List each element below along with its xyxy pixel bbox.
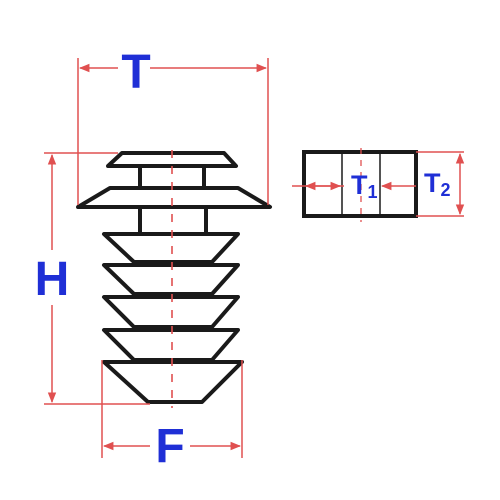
label-T1: T1	[351, 170, 378, 202]
clip-body	[76, 151, 272, 404]
label-F: F	[155, 420, 184, 473]
clip-rib-3	[102, 295, 240, 329]
label-T: T	[121, 46, 150, 99]
clip-rib-2	[102, 263, 240, 296]
dimension-T1: T1	[292, 170, 416, 202]
clip-tip	[102, 360, 244, 404]
dimension-T2: T2	[416, 151, 465, 217]
clip-rib-4	[102, 328, 240, 362]
clip-head-flange	[76, 186, 272, 209]
clip-rib-1	[102, 232, 240, 264]
label-H: H	[35, 253, 70, 306]
label-T2: T2	[424, 168, 451, 200]
clip-shank	[138, 205, 208, 236]
dimension-F: F	[101, 360, 243, 473]
head-top-view: T1 T2	[292, 148, 465, 222]
dimension-T: T	[77, 46, 269, 205]
dimension-H: H	[35, 152, 150, 405]
head-top-view-outline	[302, 150, 418, 218]
